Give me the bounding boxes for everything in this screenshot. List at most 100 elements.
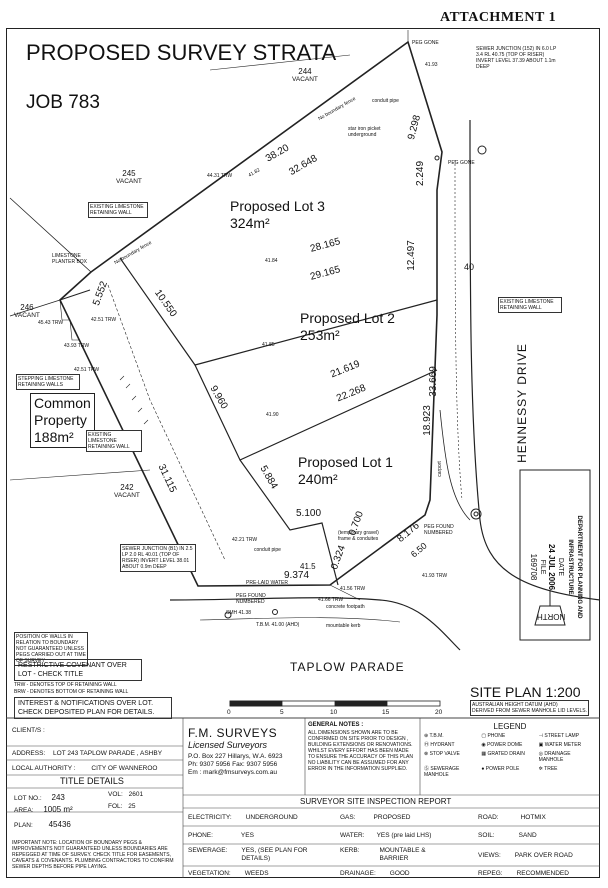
tbm-note: T.B.M. 41.00 (AHD) [256,622,300,628]
legend-power-dome: ◉ POWER DOME [481,742,523,748]
level-41-84: 41.84 [265,258,278,264]
plan-row: PLAN: 45436 [14,820,71,829]
report-repeg: REPEG:RECOMMENDED [478,870,569,877]
legend-tree: ✲ TREE [538,766,558,772]
legend-heading: LEGEND [493,722,527,731]
retaining-wall-note-3: EXISTING LIMESTONE RETAINING WALL [86,430,142,452]
trw-key: TRW - DENOTES TOP OF RETAINING WALL [14,682,117,688]
scale-tick-15: 15 [382,709,390,716]
star-picket-note: star iron picket underground [348,126,381,138]
legend-grated-drain: ▦ GRATED DRAIN [481,751,525,757]
level-45-43: 45.43 TRW [38,320,64,326]
level-41-90: 41.90 [266,412,279,418]
vol-row: VOL: 2601 [108,791,144,798]
water-meter-icon: ▣ [538,742,545,748]
report-vegetation: VEGETATION:WEEDS [188,870,269,877]
dim-9-374: 9.374 [284,570,310,581]
north-label: NORTH [537,612,566,621]
datum-note: AUSTRALIAN HEIGHT DATUM (AHD)DERIVED FRO… [470,700,590,716]
dim-18-923: 18.923 [421,405,433,436]
company-phone: Ph: 9307 5956 Fax: 9307 5956 [188,761,278,768]
survey-sheet [6,28,600,878]
sewer-junction-top-note: SEWER JUNCTION (152) IN 6.0 LP 3.4 RL 40… [476,46,557,70]
report-soil: SOIL:SAND [478,832,537,839]
tbm-icon: ⊕ [424,733,430,739]
level-41-66: 41.66 TRW [318,597,344,603]
level-42-51-a: 42.51 TRW [91,317,117,323]
tree-icon: ✲ [538,766,545,772]
restrictive-covenant-note: RESTRICTIVE COVENANT OVER LOT - CHECK TI… [14,659,142,681]
dim-40: 40 [464,262,475,272]
stop-valve-icon: ⊗ [424,751,430,757]
dim-2-249: 2.249 [415,160,427,187]
taplow-parade-label: TAPLOW PARADE [290,660,405,674]
legend-hydrant: Ⓗ HYDRANT [424,742,455,748]
north-arrow-icon [534,590,566,626]
conduit-pipe-note-2: conduit pipe [254,547,281,553]
report-electricity: ELECTRICITY:UNDERGROUND [188,814,298,821]
scale-tick-20: 20 [435,709,443,716]
carport-note: carport [436,461,443,477]
power-pole-icon: ● [481,766,486,772]
dim-41-5: 41.5 [300,562,316,571]
smh-note: SMH 41.38 [226,610,252,616]
footpath-note: concrete footpath [326,604,365,610]
level-41-85: 41.85 [262,342,275,348]
lot-boundary [59,40,443,587]
planning-stamp-text: DEPARTMENT FOR PLANNING AND INFRASTRUCTU… [529,515,582,619]
hydrant-icon: Ⓗ [424,742,431,748]
address-value: LOT 243 TAPLOW PARADE , ASHBY [53,750,163,757]
level-44-31: 44.31 TRW [207,173,233,179]
report-phone: PHONE:YES [188,832,254,839]
fol-row: FOL: 25 [108,803,136,810]
report-sewerage: SEWERAGE:YES, (SEE PLAN FOR DETAILS) [188,847,308,862]
level-42-51-b: 42.51 TRW [74,367,100,373]
job-number: JOB 783 [26,92,100,113]
legend: LEGEND ⊕ T.B.M. ▢ PHONE ⊣ STREET LAMP Ⓗ … [424,722,596,778]
hennessy-drive-label: HENNESSY DRIVE [515,343,529,463]
company-address: P.O. Box 227 Hillarys, W.A. 6923 [188,753,283,760]
street-lamp-icon: ⊣ [538,733,545,739]
dim-12-497: 12.497 [405,240,417,271]
conduit-pipe-note-1: conduit pipe [372,98,399,104]
company-block: F.M. SURVEYS Licensed Surveyors P.O. Box… [188,726,303,777]
legend-sewerage-manhole: Ⓢ SEWERAGE MANHOLE [424,766,460,778]
legend-street-lamp: ⊣ STREET LAMP [538,733,580,739]
site-plan-label: SITE PLAN 1:200 [470,684,581,700]
authority-row: LOCAL AUTHORITY : CITY OF WANNEROO [12,765,158,772]
area-row: AREA: 1005 m² [14,805,73,814]
scale-tick-5: 5 [280,709,284,716]
company-sub: Licensed Surveyors [188,740,268,750]
dim-33-669: 33.669 [427,366,439,397]
peg-found-note-1: PEG FOUND NUMBERED [236,593,266,605]
report-views: VIEWS:PARK OVER ROAD [478,852,573,859]
legend-phone: ▢ PHONE [481,733,506,739]
pre-laid-water-note: PRE-LAID WATER [246,580,288,586]
grated-drain-icon: ▦ [481,751,488,757]
peg-gone-note-2: PEG GONE [448,160,475,166]
legend-drainage-manhole: ◎ DRAINAGE MANHOLE [538,751,571,763]
report-water: WATER:YES (pre laid LHS) [340,832,432,839]
phone-icon: ▢ [481,733,488,739]
scale-tick-10: 10 [330,709,338,716]
peg-found-note-2: PEG FOUND NUMBERED [424,524,454,536]
power-dome-icon: ◉ [481,742,488,748]
level-41-56: 41.56 TRW [340,586,366,592]
report-drainage: DRAINAGE:GOOD [340,870,410,877]
legend-stop-valve: ⊗ STOP VALVE [424,751,460,757]
level-43-93: 43.93 TRW [64,343,90,349]
authority-value: CITY OF WANNEROO [91,765,158,772]
interests-note: INTEREST & NOTIFICATIONS OVER LOT. CHECK… [14,697,172,719]
level-41-93: 41.93 [425,62,438,68]
drainage-manhole-icon: ◎ [538,751,545,757]
report-road: ROAD:HOTMIX [478,814,546,821]
